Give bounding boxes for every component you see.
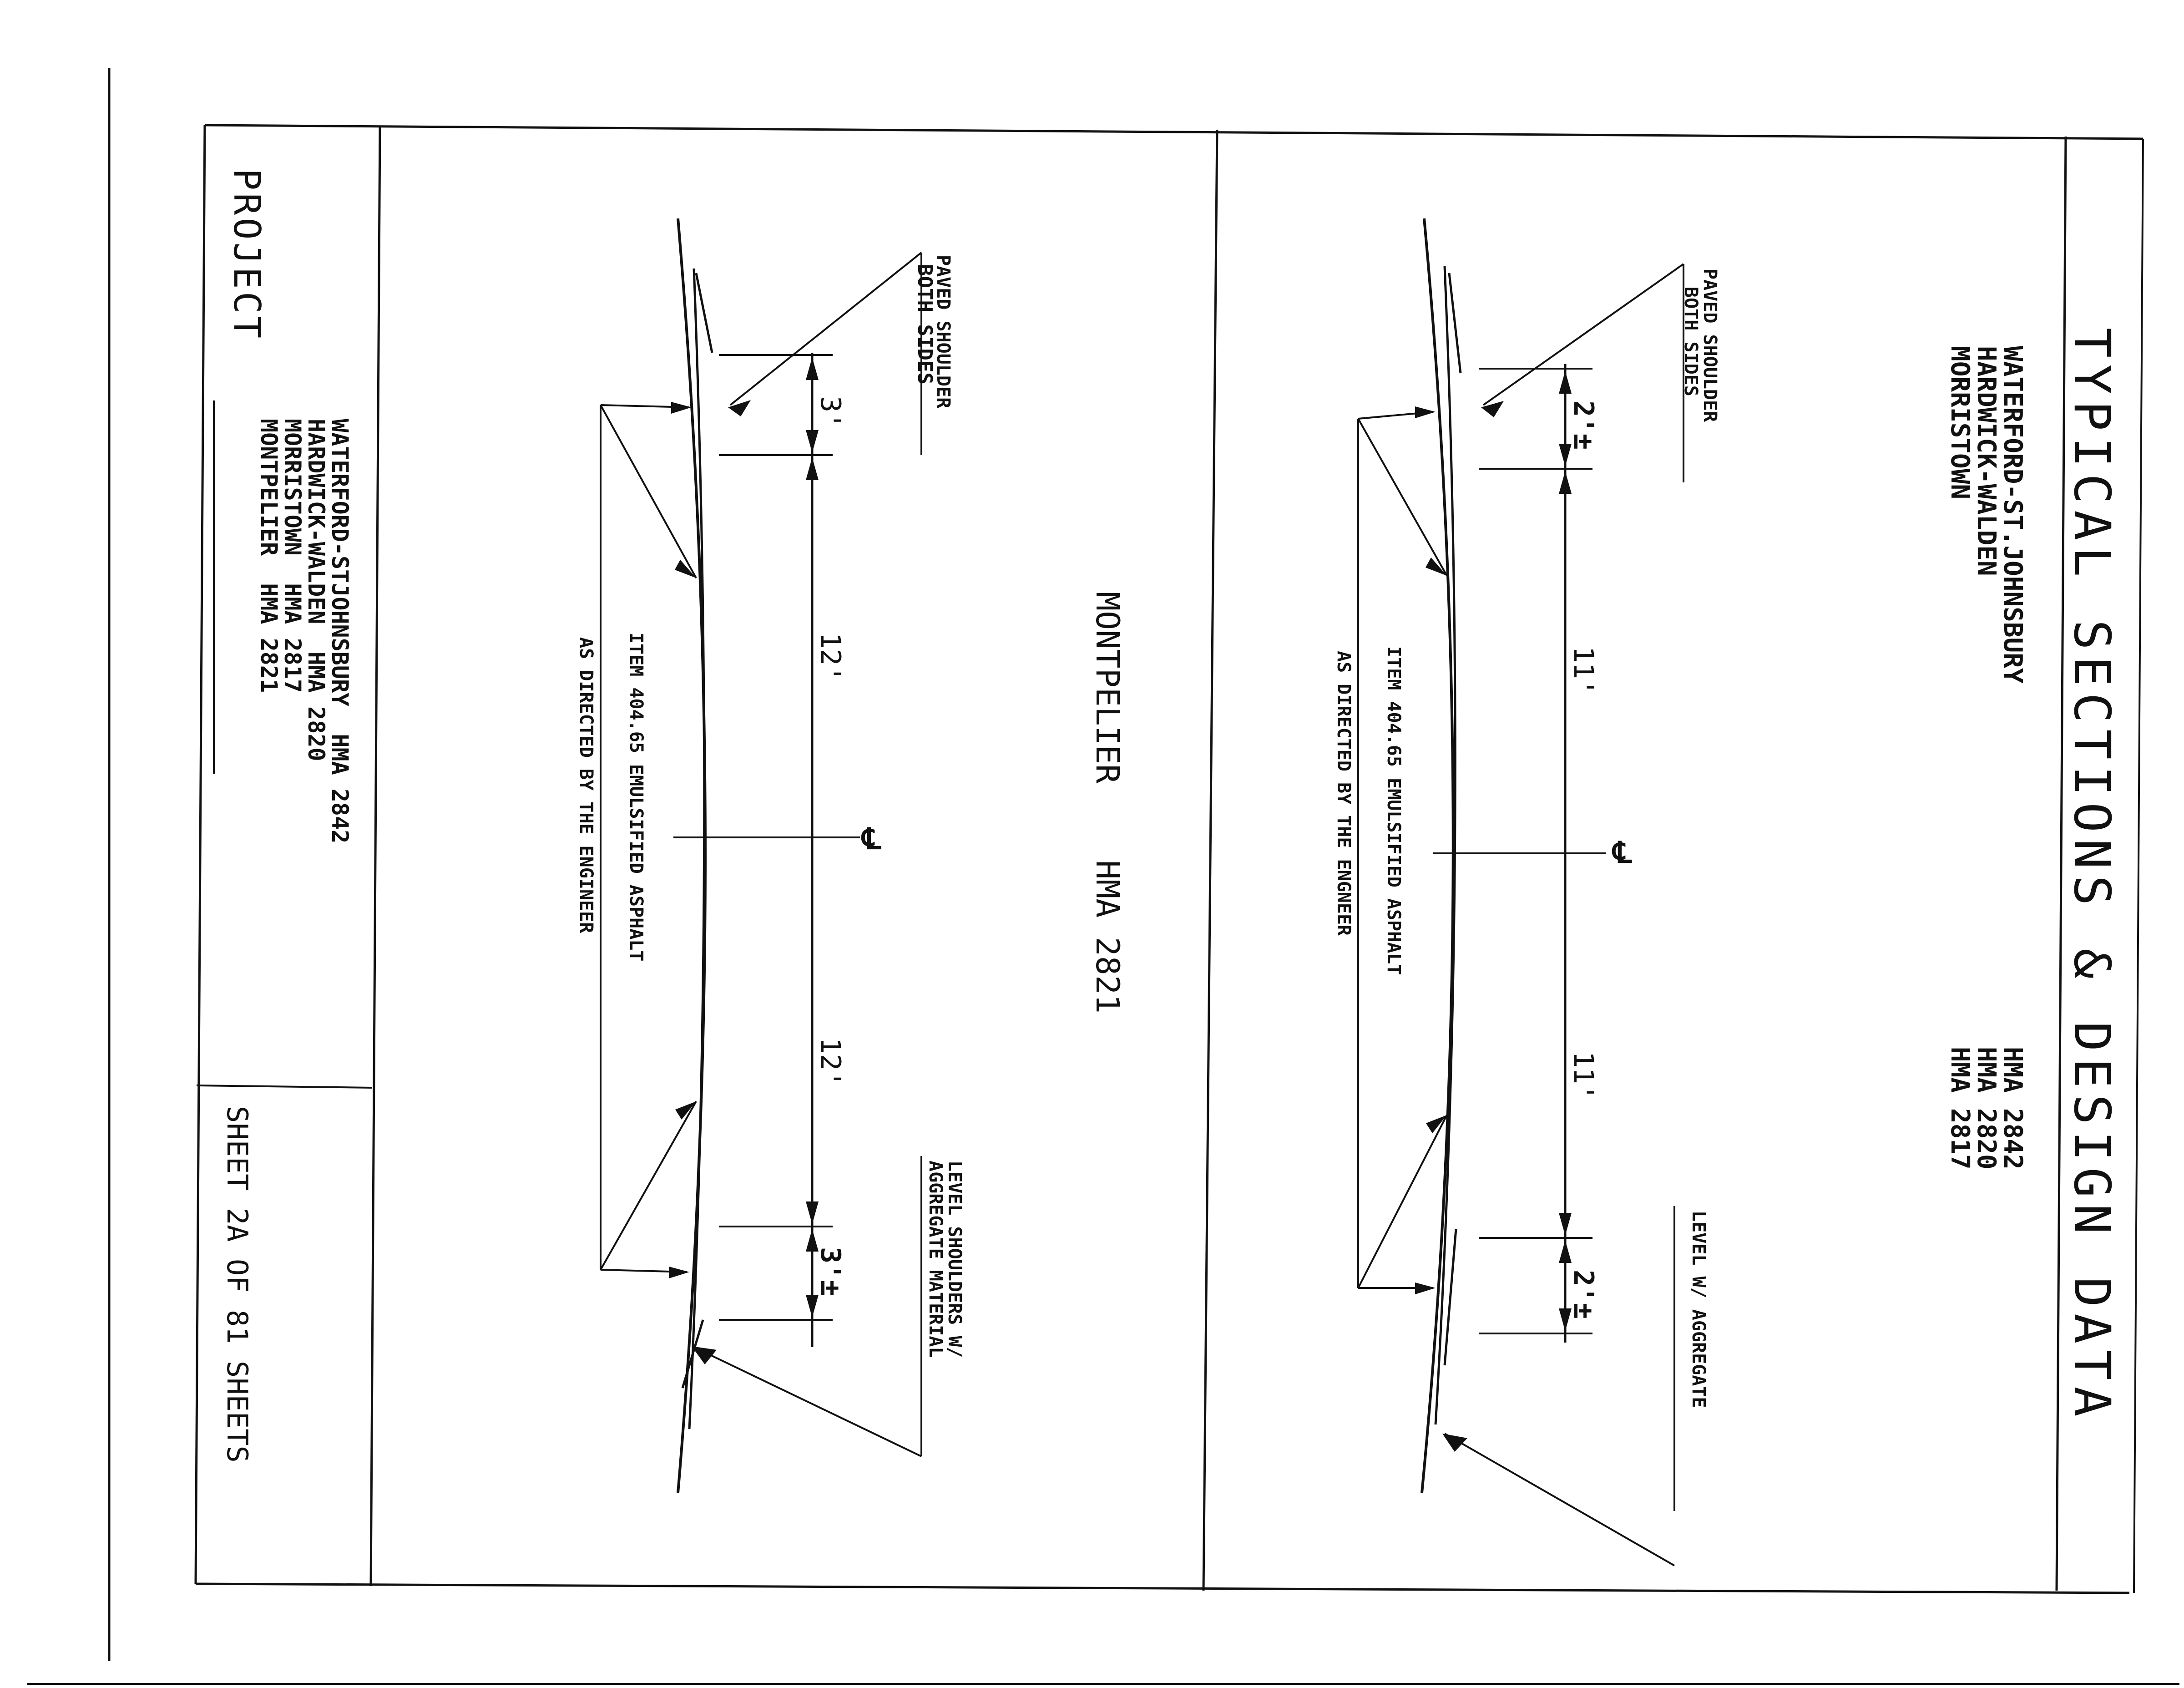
svg-text:PAVED SHOULDER: PAVED SHOULDER — [933, 255, 954, 409]
svg-text:ITEM 404.65 EMULSIFIED ASPHALT: ITEM 404.65 EMULSIFIED ASPHALT — [626, 633, 647, 961]
title-block-divider — [369, 127, 381, 1587]
bottom-paved-shoulder-label: PAVED SHOULDER BOTH SIDES — [913, 255, 954, 409]
top-dim-left-shoulder: 2'± — [1567, 400, 1599, 450]
drawing-title: TYPICAL SECTIONS & DESIGN DATA — [2063, 328, 2121, 1423]
svg-text:MONTPELIER HMA 2821: MONTPELIER HMA 2821 — [256, 419, 282, 693]
project-label: PROJECT — [226, 168, 268, 341]
svg-text:AGGREGATE MATERIAL: AGGREGATE MATERIAL — [925, 1161, 946, 1358]
svg-text:WATERFORD-STJOHNSBURY HMA 284: WATERFORD-STJOHNSBURY HMA 2842 — [327, 419, 353, 843]
section-divider — [1202, 129, 1218, 1591]
svg-text:HARDWICK-WALDEN: HARDWICK-WALDEN — [1972, 346, 2001, 576]
top-section: WATERFORD-ST.JOHNSBURY HARDWICK-WALDEN M… — [1333, 218, 2027, 1566]
bottom-dim-left-shoulder: 3' — [814, 396, 846, 429]
bottom-heading: MONTPELIER HMA 2821 — [1089, 592, 1126, 1014]
svg-text:LEVEL W/ AGGREGATE: LEVEL W/ AGGREGATE — [1688, 1211, 1709, 1408]
top-item-label: ITEM 404.65 EMULSIFIED ASPHALT AS DIRECT… — [1333, 646, 1404, 975]
project-list: WATERFORD-STJOHNSBURY HMA 2842 HARDWICK-… — [256, 419, 353, 843]
top-towns: WATERFORD-ST.JOHNSBURY HARDWICK-WALDEN M… — [1945, 346, 2027, 684]
drawing-border — [194, 124, 2144, 1594]
title-block-sheet-divider — [196, 1085, 373, 1089]
top-centerline-symbol: ℄ — [1612, 836, 1632, 870]
svg-text:LEVEL SHOULDERS W/: LEVEL SHOULDERS W/ — [944, 1161, 965, 1358]
top-pavement-base — [1434, 266, 1456, 1425]
title-column-divider — [2055, 136, 2067, 1591]
svg-text:BOTH SIDES: BOTH SIDES — [913, 264, 936, 385]
top-level-aggregate-label: LEVEL W/ AGGREGATE — [1688, 1211, 1709, 1408]
bottom-section: MONTPELIER HMA 2821 ℄ 3' 12' 12' 3'± PAV… — [576, 218, 1126, 1493]
svg-text:MORRISTOWN: MORRISTOWN — [1945, 346, 1975, 499]
top-paved-shoulder-label: PAVED SHOULDER BOTH SIDES — [1680, 269, 1720, 422]
bottom-item-label: ITEM 404.65 EMULSIFIED ASPHALT AS DIRECT… — [576, 633, 647, 961]
bottom-level-shoulders-label: LEVEL SHOULDERS W/ AGGREGATE MATERIAL — [925, 1161, 965, 1358]
title-block: PROJECT WATERFORD-STJOHNSBURY HMA 2842 H… — [213, 168, 353, 1463]
top-hma-numbers: HMA 2842 HMA 2820 HMA 2817 — [1945, 1047, 2027, 1170]
bottom-dim-right-shoulder: 3'± — [814, 1247, 846, 1296]
bottom-dim-right-lane: 12' — [814, 1038, 846, 1087]
svg-text:WATERFORD-ST.JOHNSBURY: WATERFORD-ST.JOHNSBURY — [1998, 346, 2027, 684]
bottom-pavement-surface — [677, 218, 707, 1493]
top-pavement-surface — [1421, 218, 1455, 1493]
svg-text:PAVED SHOULDER: PAVED SHOULDER — [1699, 269, 1720, 422]
top-dim-right-shoulder: 2'± — [1567, 1270, 1599, 1319]
svg-text:HMA 2817: HMA 2817 — [1945, 1047, 1975, 1170]
bottom-pavement-base — [688, 268, 706, 1429]
top-dim-left-lane: 11' — [1567, 646, 1599, 695]
svg-text:ITEM 404.65 EMULSIFIED ASPHALT: ITEM 404.65 EMULSIFIED ASPHALT — [1383, 646, 1404, 975]
svg-text:HMA 2820: HMA 2820 — [1972, 1047, 2001, 1170]
svg-text:HARDWICK-WALDEN HMA 2820: HARDWICK-WALDEN HMA 2820 — [303, 419, 329, 761]
bottom-centerline-symbol: ℄ — [861, 822, 881, 856]
svg-text:MORRISTOWN HMA 2817: MORRISTOWN HMA 2817 — [279, 419, 306, 693]
svg-text:AS DIRECTED BY THE ENGNEER: AS DIRECTED BY THE ENGNEER — [1333, 651, 1354, 936]
svg-text:AS DIRECTED BY THE ENGINEER: AS DIRECTED BY THE ENGINEER — [576, 637, 597, 933]
bottom-dim-left-lane: 12' — [814, 633, 846, 682]
svg-text:HMA 2842: HMA 2842 — [1998, 1047, 2027, 1170]
top-dim-right-lane: 11' — [1567, 1051, 1599, 1100]
sheet-number: SHEET 2A OF 81 SHEETS — [221, 1106, 254, 1463]
